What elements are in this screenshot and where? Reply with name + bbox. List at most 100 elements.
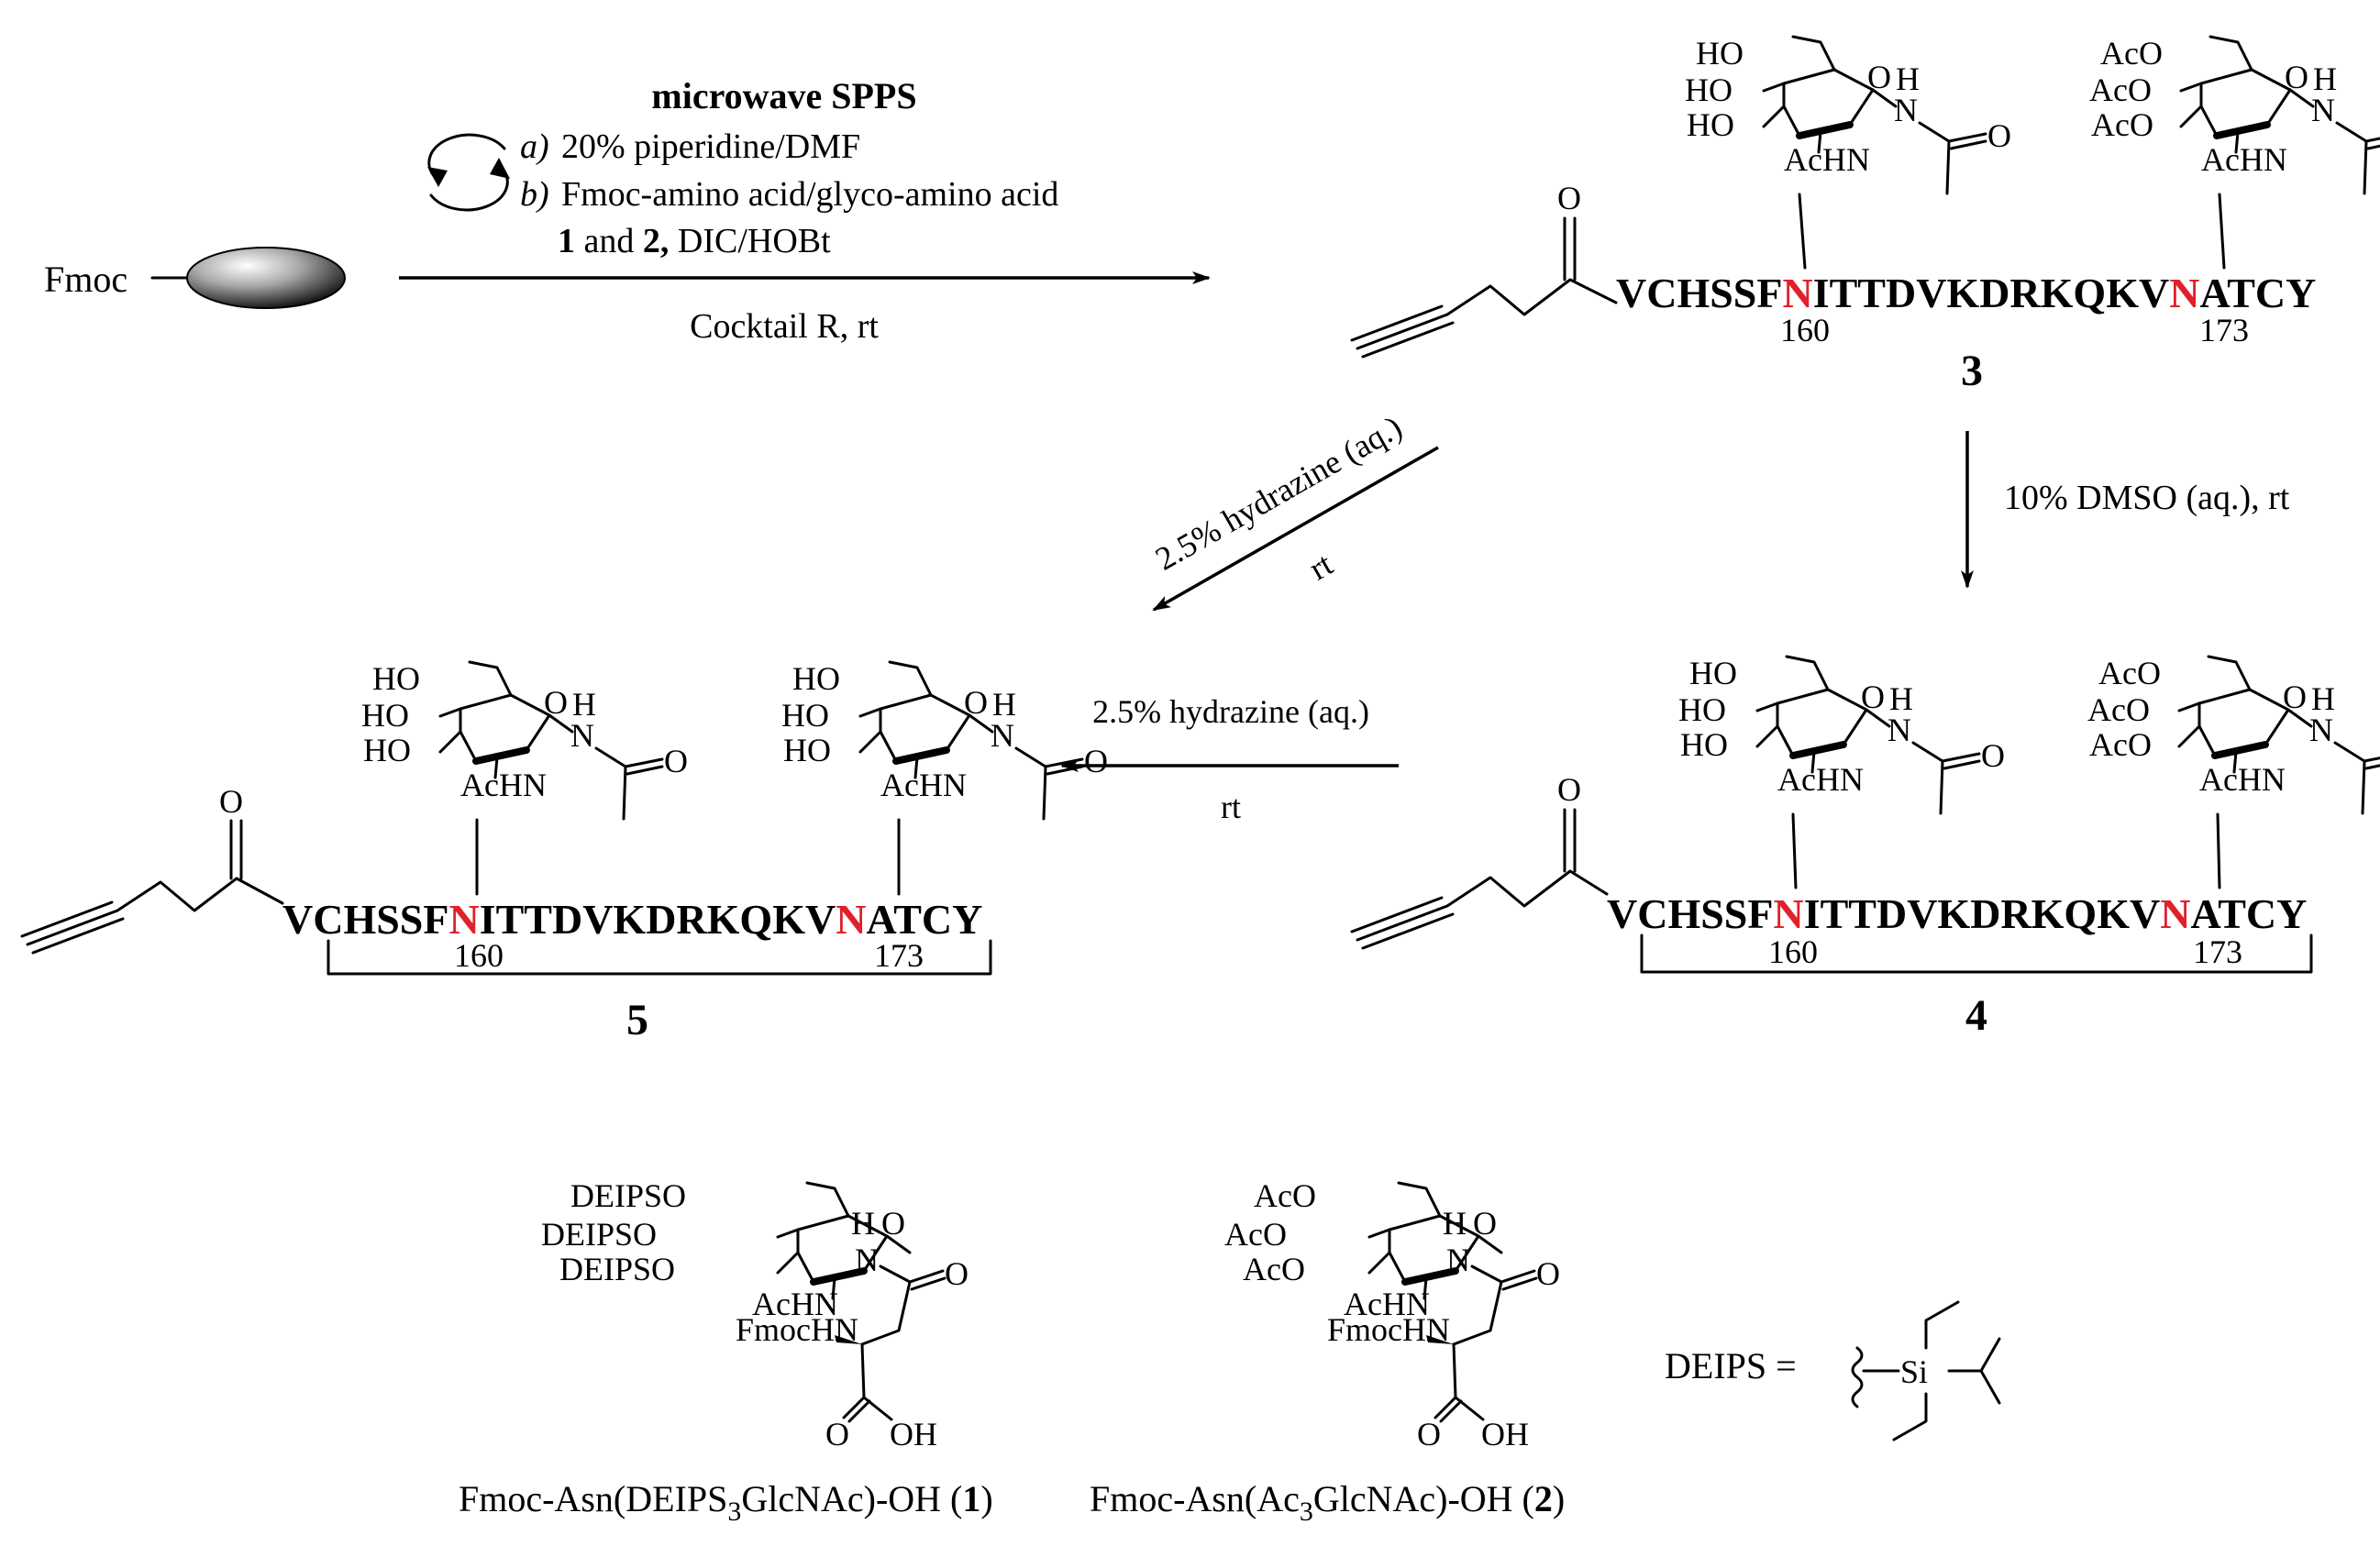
svg-text:173: 173 <box>874 937 924 974</box>
amide-n: N <box>855 1242 879 1278</box>
svg-text:O: O <box>219 783 243 820</box>
step1-reagents: 1 and 2, DIC/HOBt <box>558 222 831 260</box>
amide-h: H <box>1896 61 1920 97</box>
compound-4: O VCHSSFNITTDVKDRKQKVNATCY 160 173 4 ONH… <box>1350 655 2380 1040</box>
amide-n: N <box>1446 1242 1470 1278</box>
step1-b-text: Fmoc-amino acid/glyco-amino acid <box>561 175 1058 214</box>
acid-oh: OH <box>890 1416 937 1452</box>
step1-title: microwave SPPS <box>651 75 916 116</box>
amide-h: H <box>1889 680 1913 717</box>
step-3-to-4-text: 10% DMSO (aq.), rt <box>2004 479 2290 517</box>
svg-text:Si: Si <box>1900 1353 1928 1390</box>
achn-label: AcHN <box>460 767 547 803</box>
fmoc-label: Fmoc <box>44 259 127 300</box>
carbonyl-o: O <box>1987 117 2011 154</box>
ring-oxygen: O <box>544 684 568 721</box>
disulfide-bridge <box>1640 933 2313 974</box>
acid-o: O <box>825 1416 849 1452</box>
c6-substituent: HO <box>372 660 420 697</box>
compound-5: O VCHSSFNITTDVKDRKQKVNATCY 160 173 5 ONH… <box>20 660 1108 1044</box>
asparagine-fmoc: O FmocHN O OH <box>1327 1255 1560 1452</box>
resin-bead-group: Fmoc <box>44 247 346 309</box>
achn-label: AcHN <box>2201 141 2287 178</box>
acid-oh: OH <box>1481 1416 1529 1452</box>
c6-substituent: AcO <box>2098 655 2161 691</box>
c6-substituent: HO <box>1696 35 1743 72</box>
peptide-sequence: VCHSSFNITTDVKDRKQKVNATCY <box>1607 890 2307 937</box>
residue-173-label: 173 <box>2199 312 2249 348</box>
acid-o: O <box>1417 1416 1441 1452</box>
step-4-to-5-text: 2.5% hydrazine (aq.) <box>1092 693 1369 730</box>
ring-oxygen: O <box>1473 1205 1497 1242</box>
c4-substituent: AcO <box>2087 691 2150 728</box>
ring-oxygen: O <box>881 1205 905 1242</box>
compound-3-label: 3 <box>1961 347 1983 395</box>
ring-oxygen: O <box>1861 679 1885 715</box>
resin-bead-icon <box>186 247 346 309</box>
step-3-to-5-text: 2.5% hydrazine (aq.) <box>1149 408 1408 577</box>
carbonyl-o: O <box>664 743 688 779</box>
svg-text:160: 160 <box>1768 933 1818 970</box>
step-3-to-5-arrow <box>1152 446 1439 612</box>
carbonyl-o: O <box>1981 737 2005 774</box>
c4-substituent: AcO <box>1224 1216 1287 1253</box>
amide-h: H <box>992 686 1016 723</box>
ring-oxygen: O <box>2283 679 2307 715</box>
c3-substituent: AcO <box>2091 106 2153 143</box>
step1-conditions: microwave SPPS a) 20% piperidine/DMF b) … <box>399 75 1211 346</box>
amide-n: N <box>2309 712 2333 748</box>
amide-h: H <box>851 1205 875 1242</box>
amide-n: N <box>570 717 594 754</box>
fmochn-label: FmocHN <box>736 1311 858 1348</box>
glcnac-sugar: ONHOAcOAcOAcOAcHN <box>2087 655 2380 815</box>
step-3-to-5-rt: rt <box>1303 546 1339 588</box>
c4-substituent: HO <box>1685 72 1732 108</box>
step-3-to-4: 10% DMSO (aq.), rt <box>1961 431 2290 589</box>
c4-substituent: AcO <box>2089 72 2152 108</box>
c3-substituent: HO <box>1680 726 1728 763</box>
disulfide-bridge <box>327 939 992 976</box>
c3-substituent: DEIPSO <box>559 1251 675 1287</box>
compound-5-label: 5 <box>626 996 648 1044</box>
ring-oxygen: O <box>964 684 988 721</box>
c4-substituent: HO <box>361 697 409 734</box>
c6-substituent: AcO <box>1254 1177 1316 1214</box>
c3-substituent: AcO <box>1243 1251 1305 1287</box>
c4-substituent: HO <box>1678 691 1726 728</box>
compound-4-label: 4 <box>1965 991 1987 1040</box>
amide-h: H <box>572 686 596 723</box>
svg-text:160: 160 <box>454 937 504 974</box>
amide-h: H <box>2311 680 2335 717</box>
carbonyl-o: O <box>1084 743 1108 779</box>
amide-n: N <box>2311 92 2335 128</box>
c6-substituent: AcO <box>2100 35 2163 72</box>
c3-substituent: AcO <box>2089 726 2152 763</box>
c6-substituent: HO <box>1689 655 1737 691</box>
carbonyl-o: O <box>945 1255 969 1292</box>
ring-oxygen: O <box>2285 59 2308 95</box>
carbonyl-o: O <box>1536 1255 1560 1292</box>
c3-substituent: HO <box>363 732 411 768</box>
deips-equals: DEIPS = <box>1665 1345 1797 1386</box>
achn-label: AcHN <box>1344 1286 1430 1322</box>
achn-label: AcHN <box>880 767 967 803</box>
step1-b-tag: b) <box>520 175 549 214</box>
achn-label: AcHN <box>1777 761 1864 798</box>
asparagine-fmoc: O FmocHN O OH <box>736 1255 969 1452</box>
amide-n: N <box>991 717 1014 754</box>
peptide-sequence: VCHSSFNITTDVKDRKQKVNATCY <box>1616 270 2316 316</box>
amide-n: N <box>1894 92 1918 128</box>
achn-label: AcHN <box>1784 141 1870 178</box>
bb1-name: Fmoc-Asn(DEIPS3GlcNAc)-OH (1) <box>459 1478 993 1527</box>
deips-definition: DEIPS = Si <box>1665 1300 2001 1441</box>
fmochn-label: FmocHN <box>1327 1311 1450 1348</box>
cycle-arrows-icon <box>427 133 510 212</box>
c3-substituent: HO <box>1687 106 1734 143</box>
ring-oxygen: O <box>1867 59 1891 95</box>
